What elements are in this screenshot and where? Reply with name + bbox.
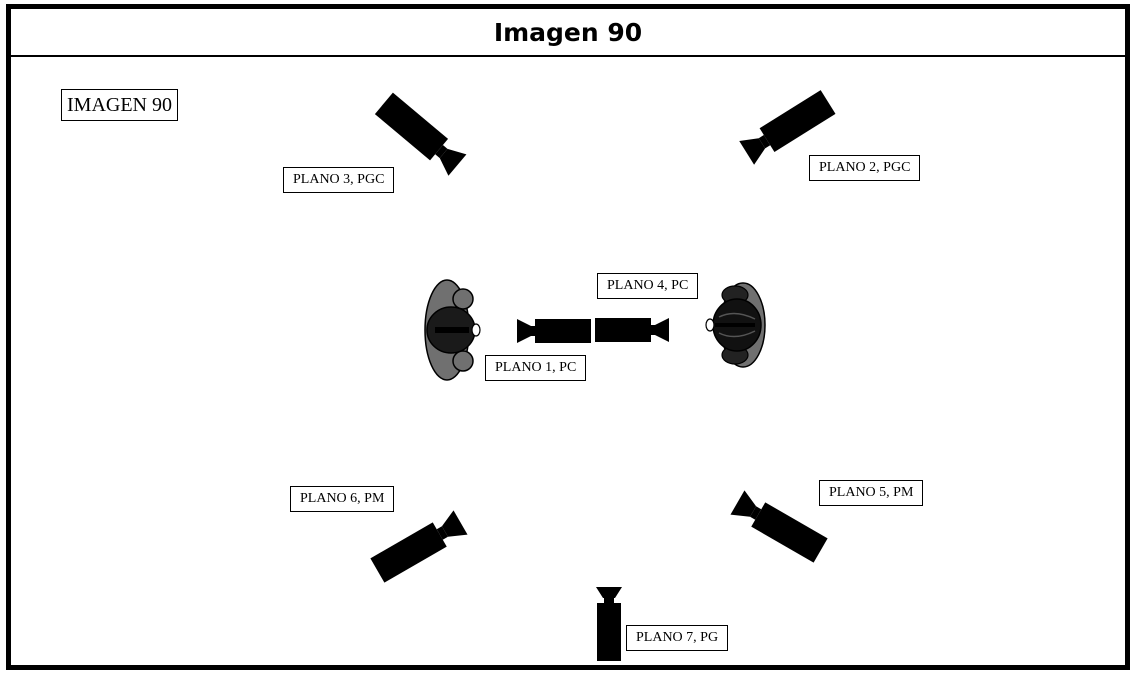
camera-plano-6-icon	[370, 510, 468, 583]
shot-label-plano-3: PLANO 3, PGC	[283, 167, 395, 193]
person-right-icon	[705, 282, 766, 368]
shot-label-plano-7: PLANO 7, PG	[626, 625, 729, 651]
shot-label-plano-5: PLANO 5, PM	[819, 480, 924, 506]
camera-plano-5-icon	[730, 490, 828, 563]
camera-plano-3-icon	[374, 92, 467, 176]
shot-label-plano-6: PLANO 6, PM	[290, 486, 395, 512]
page-title: Imagen 90	[11, 9, 1125, 57]
shot-label-plano-4: PLANO 4, PC	[597, 273, 699, 299]
camera-plano-4-icon	[595, 318, 669, 342]
person-left-icon	[424, 279, 481, 381]
shot-label-plano-1: PLANO 1, PC	[485, 355, 587, 381]
shot-label-plano-2: PLANO 2, PGC	[809, 155, 921, 181]
figure-label: IMAGEN 90	[61, 89, 178, 121]
camera-plano-1-icon	[517, 319, 591, 343]
camera-plano-7-icon	[596, 587, 622, 661]
camera-plano-2-icon	[739, 90, 836, 165]
